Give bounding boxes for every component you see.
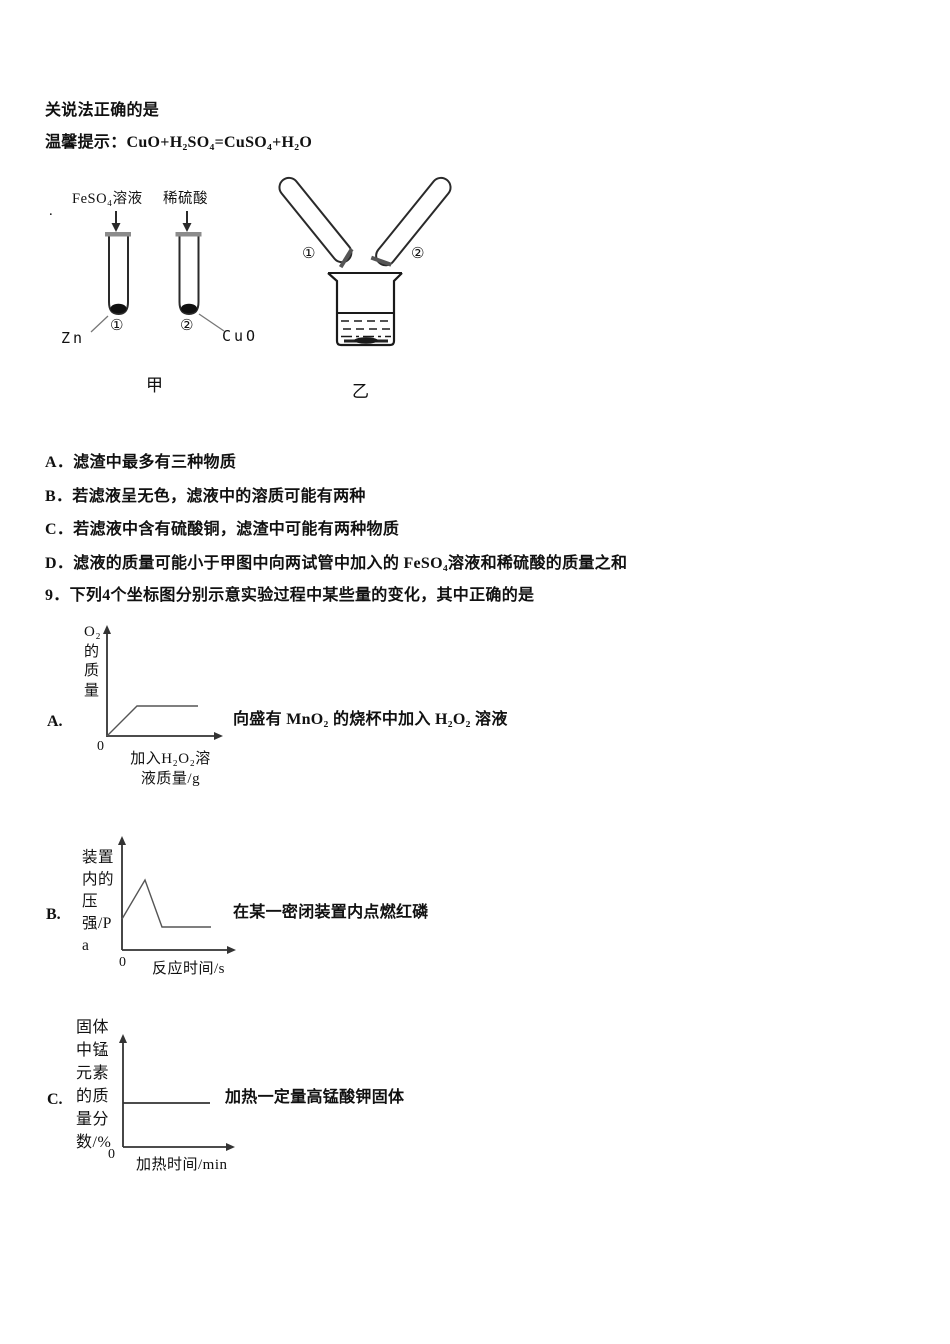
graph-c-desc: 加热一定量高锰酸钾固体 bbox=[225, 1089, 405, 1106]
graph-a-desc: 向盛有 MnO₂ 的烧杯中加入 H₂O₂ 溶液 bbox=[233, 711, 508, 728]
option-b: B．若滤液呈无色，滤液中的溶质可能有两种 bbox=[45, 488, 366, 505]
graph-b-xaxis-arrow bbox=[227, 946, 236, 954]
graph-a-marker: A. bbox=[47, 713, 63, 730]
cuo-label: CuO bbox=[222, 327, 259, 345]
graph-c-yaxis-arrow bbox=[119, 1034, 127, 1043]
question-stem-fragment: 关说法正确的是 bbox=[45, 102, 160, 119]
graph-a-ylabel: O₂的质量 bbox=[84, 624, 102, 699]
option-d: D．滤液的质量可能小于甲图中向两试管中加入的 FeSO₄溶液和稀硫酸的质量之和 bbox=[45, 555, 628, 572]
graph-b-xlabel: 反应时间/s bbox=[152, 961, 226, 977]
left-caption-jia: 甲 bbox=[146, 376, 163, 395]
hint-equation: 温馨提示：CuO+H₂SO₄=CuSO₄+H₂O bbox=[45, 134, 313, 151]
graph-c-ylabel: 固体中锰元素的质量分数/% bbox=[76, 1019, 112, 1151]
leader-line-zn bbox=[90, 315, 109, 333]
question-9: 9．下列4个坐标图分别示意实验过程中某些量的变化，其中正确的是 bbox=[45, 587, 535, 604]
reagent-arrow-1 bbox=[111, 211, 121, 232]
stray-mark: . bbox=[49, 203, 54, 219]
right-caption-yi: 乙 bbox=[352, 382, 369, 401]
tube1-number: ① bbox=[110, 316, 124, 334]
test-tube-1 bbox=[108, 236, 129, 316]
graph-c-marker: C. bbox=[47, 1091, 63, 1108]
graph-a-yaxis-arrow bbox=[103, 625, 111, 634]
pour-tube-2 bbox=[370, 176, 452, 267]
tube2-reagent-label: 稀硫酸 bbox=[163, 191, 208, 207]
graph-a-origin: 0 bbox=[97, 739, 104, 754]
beaker bbox=[327, 272, 403, 347]
tube1-rim bbox=[105, 232, 131, 237]
graph-b-ylabel: 装置内的压强/Pa bbox=[82, 849, 115, 954]
leader-line-cuo bbox=[198, 313, 225, 332]
graph-c bbox=[119, 1034, 235, 1151]
graph-c-xaxis-arrow bbox=[226, 1143, 235, 1151]
sediment-blob bbox=[354, 337, 378, 344]
zn-label: Zn bbox=[61, 329, 86, 347]
graph-b-origin: 0 bbox=[119, 955, 126, 970]
graph-c-origin: 0 bbox=[108, 1147, 115, 1162]
tube2-rim bbox=[175, 232, 202, 237]
pour-tube2-number: ② bbox=[411, 244, 425, 262]
reagent-arrow-2 bbox=[182, 211, 192, 232]
pour-tube-1 bbox=[278, 176, 354, 269]
graph-b-yaxis-arrow bbox=[118, 836, 126, 845]
graph-a-curve bbox=[106, 705, 198, 737]
apparatus-diagram bbox=[90, 176, 452, 347]
graph-b-desc: 在某一密闭装置内点燃红磷 bbox=[233, 904, 429, 921]
cuo-solid bbox=[181, 303, 197, 314]
test-tube-2 bbox=[178, 236, 200, 316]
option-c: C．若滤液中含有硫酸铜，滤渣中可能有两种物质 bbox=[45, 521, 400, 538]
graph-a-xaxis-arrow bbox=[214, 732, 223, 740]
pour-tube1-number: ① bbox=[302, 244, 316, 262]
tube1-reagent-label: FeSO₄溶液 bbox=[72, 191, 143, 207]
graph-b bbox=[118, 836, 236, 954]
graph-c-xlabel: 加热时间/min bbox=[136, 1157, 228, 1173]
tube2-number: ② bbox=[180, 316, 194, 334]
graph-b-marker: B. bbox=[46, 906, 61, 923]
option-a: A．滤渣中最多有三种物质 bbox=[45, 454, 237, 471]
graph-a-xlabel: 加入H₂O₂溶 液质量/g bbox=[130, 751, 211, 787]
zn-solid bbox=[110, 303, 127, 314]
graph-b-curve bbox=[121, 878, 211, 928]
graph-a bbox=[103, 625, 223, 740]
